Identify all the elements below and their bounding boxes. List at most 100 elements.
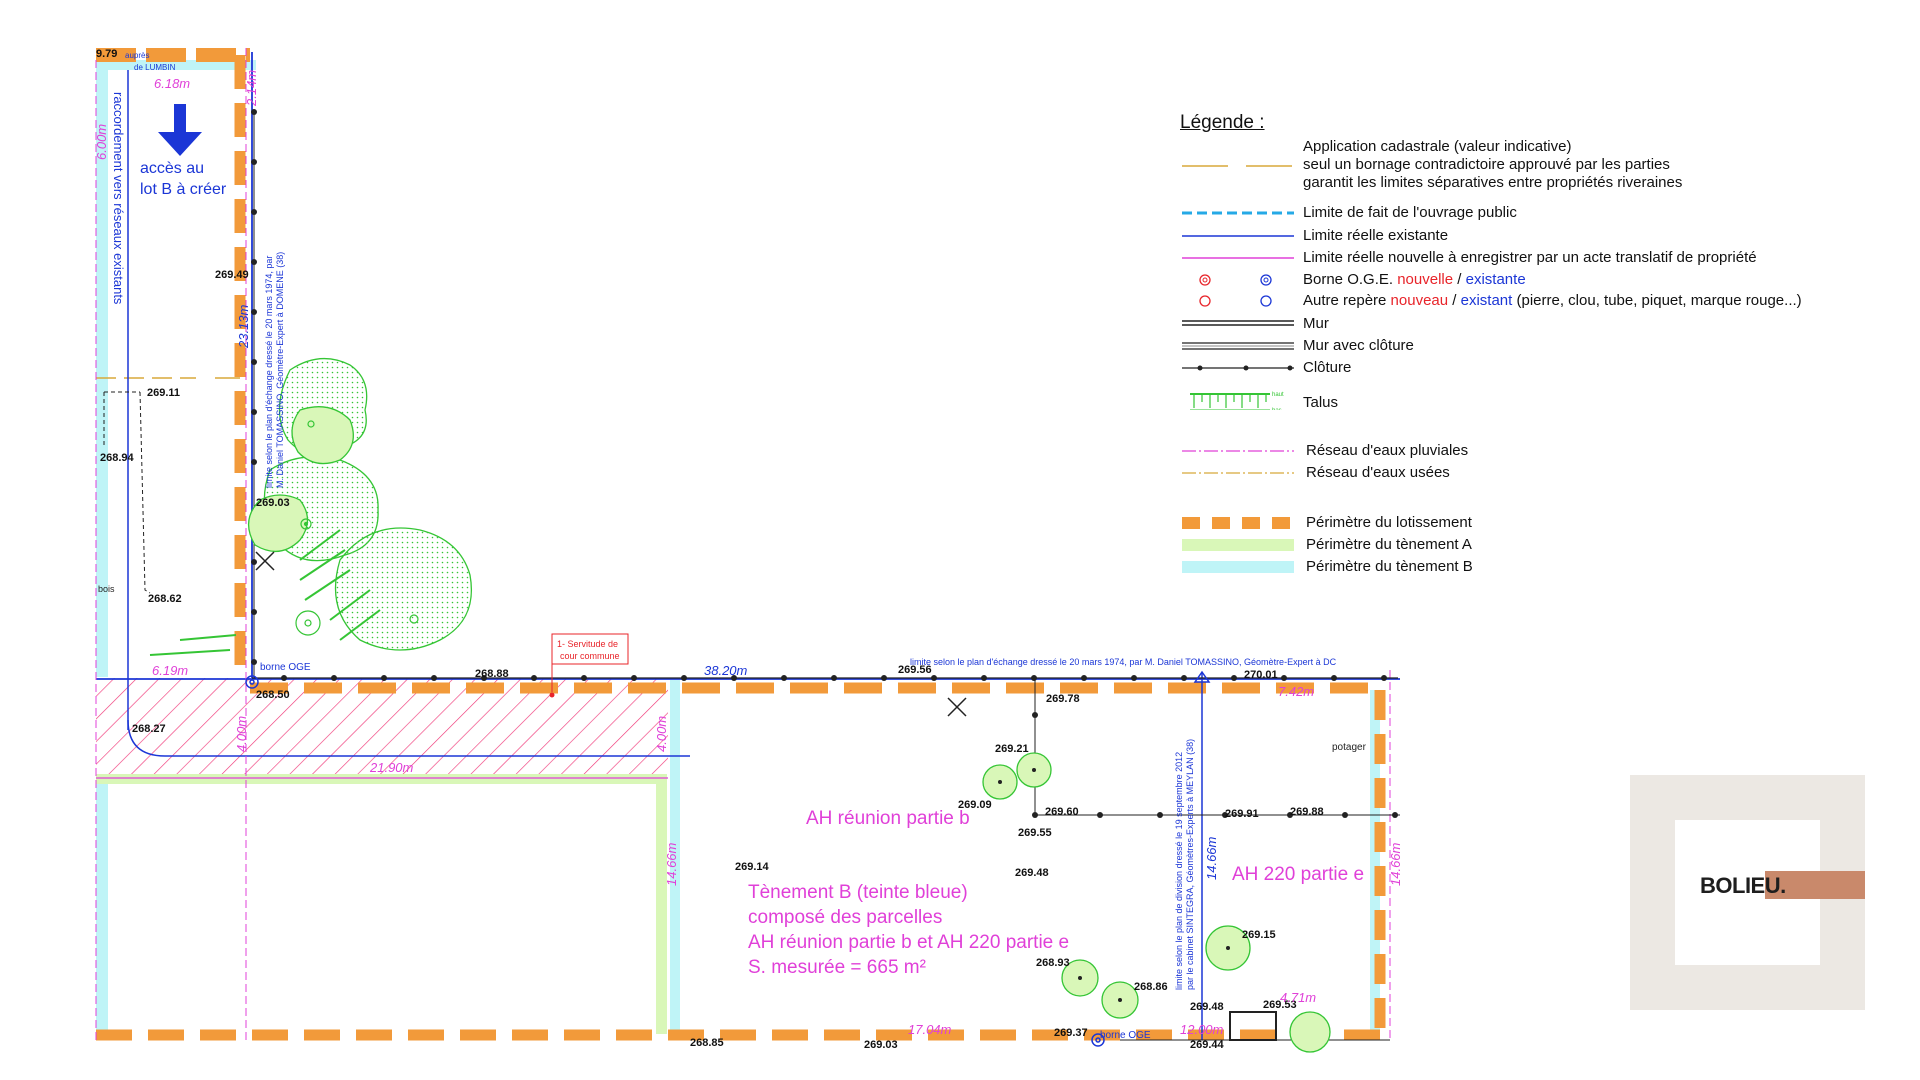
legend-mur: Mur — [1180, 313, 1880, 335]
legend-tenement-a-text: Périmètre du tènement A — [1306, 536, 1472, 553]
legend-borne-text: Borne O.G.E. nouvelle / existante — [1303, 271, 1526, 289]
elevation: 269.03 — [256, 497, 290, 509]
dimension-labels: 6.18m 2.14m 6.00m 23.13m 6.19m 4.00m 21.… — [94, 70, 1403, 1037]
legend-repere: Autre repère nouveau / existant (pierre,… — [1180, 290, 1880, 312]
cloture-inner — [1032, 680, 1400, 818]
elevation: 9.79 — [96, 48, 117, 60]
legend-mur-cloture-text: Mur avec clôture — [1303, 337, 1414, 354]
dimension: 6.19m — [152, 663, 188, 678]
legend-mur-text: Mur — [1303, 315, 1329, 332]
logo-accent-bar — [1765, 871, 1865, 899]
dimension: 4.00m — [234, 716, 249, 752]
legend-talus: haut bas Talus — [1180, 388, 1880, 416]
legend-tenement-b-text: Périmètre du tènement B — [1306, 558, 1473, 575]
elevation: 269.49 — [215, 269, 249, 281]
legend-pluviales: Réseau d'eaux pluviales — [1180, 440, 1880, 462]
tenement-text-4: S. mesurée = 665 m² — [748, 957, 926, 978]
elevation: 269.09 — [958, 799, 992, 811]
top-note-2: de LUMBIN — [134, 63, 176, 72]
legend-lotissement: Périmètre du lotissement — [1180, 512, 1880, 534]
legend-cadastre-text-3: garantit les limites séparatives entre p… — [1303, 174, 1683, 191]
legend-lotissement-text: Périmètre du lotissement — [1306, 514, 1472, 531]
dimension: 14.66m — [1204, 836, 1219, 880]
cloture-icon — [1182, 365, 1294, 371]
elevation: 268.50 — [256, 689, 290, 701]
legend-tenement-a: Périmètre du tènement A — [1180, 534, 1880, 556]
legend-cloture: Clôture — [1180, 357, 1880, 379]
legend-ouvrage-public: Limite de fait de l'ouvrage public — [1180, 202, 1880, 224]
talus-icon: haut bas — [1190, 392, 1284, 410]
elevation: 269.03 — [864, 1039, 898, 1051]
cloture-vertical — [251, 109, 257, 678]
ouvrage-public-line-icon — [1182, 211, 1294, 215]
elevation: 269.55 — [1018, 827, 1052, 839]
talus-haut-label: haut — [1272, 392, 1284, 398]
elevation: 269.78 — [1046, 693, 1080, 705]
division-vertical-label-2: par le cabinet SINTEGRA, Géomètres-Exper… — [1185, 739, 1195, 990]
legend-title: Légende : — [1180, 112, 1265, 133]
repere-sep: / — [1448, 292, 1461, 309]
legend-ouvrage-public-text: Limite de fait de l'ouvrage public — [1303, 204, 1517, 221]
elevation: 268.62 — [148, 593, 182, 605]
elevation: 269.56 — [898, 664, 932, 676]
elevation: 269.88 — [1290, 806, 1324, 818]
dimension: 38.20m — [704, 663, 748, 678]
elevation-labels: 9.79 269.49 269.11 268.94 269.03 268.62 … — [96, 48, 1324, 1051]
cadastre-line-icon — [1182, 165, 1292, 167]
top-note-1: auprès — [125, 51, 149, 60]
legend-cadastre-text-1: Application cadastrale (valeur indicativ… — [1303, 138, 1572, 155]
cloture-top — [252, 675, 1398, 681]
tenement-a-perimeter-icon — [1182, 539, 1294, 551]
servitude-hatched-area — [96, 678, 668, 774]
talus-bas-label: bas — [1272, 408, 1282, 410]
site-plan-drawing: 1- Servitude de cour commune accès au lo… — [94, 48, 1403, 1053]
dimension: 21.90m — [369, 760, 414, 775]
limite-vertical-label-2: M. Daniel TOMASSINO, Géomètre-Expert à D… — [275, 252, 285, 488]
elevation: 269.14 — [735, 861, 770, 873]
raccordement-label: raccordement vers réseaux existants — [111, 92, 126, 305]
borne-oge-label-2: borne OGE — [1100, 1030, 1151, 1041]
tenement-b-perimeter-top — [96, 60, 256, 70]
borne-nouvelle: nouvelle — [1397, 271, 1454, 288]
tenement-text-1: Tènement B (teinte bleue) — [748, 882, 968, 903]
elevation: 268.93 — [1036, 957, 1070, 969]
legend-repere-text: Autre repère nouveau / existant (pierre,… — [1303, 292, 1802, 310]
borne-sep: / — [1453, 271, 1466, 288]
elevation: 268.85 — [690, 1037, 724, 1049]
elevation: 269.60 — [1045, 806, 1079, 818]
elevation: 269.37 — [1054, 1027, 1088, 1039]
limite-horizontal-label: limite selon le plan d'échange dressé le… — [910, 657, 1337, 667]
division-vertical-label-1: limite selon le plan de division dressé … — [1174, 752, 1184, 990]
dimension: 4.00m — [654, 716, 669, 752]
elevation: 268.86 — [1134, 981, 1168, 993]
borne-icon — [1199, 274, 1272, 286]
legend-panel: Légende : Application cadastrale (valeur… — [1180, 112, 1880, 592]
tenement-text-2: composé des parcelles — [748, 907, 942, 928]
tenement-a-perimeter-right — [656, 774, 667, 1034]
legend-limite-nouvelle: Limite réelle nouvelle à enregistrer par… — [1180, 247, 1880, 269]
limite-existante-line-icon — [1182, 235, 1294, 237]
tenement-b-perimeter-lower-left — [96, 784, 108, 1034]
elevation: 268.88 — [475, 668, 509, 680]
acces-label-2: lot B à créer — [140, 181, 227, 198]
dimension: 17.04m — [908, 1022, 952, 1037]
legend-borne: Borne O.G.E. nouvelle / existante — [1180, 269, 1880, 291]
servitude-label-2: cour commune — [560, 651, 620, 661]
elevation: 269.91 — [1225, 808, 1259, 820]
elevation: 270.01 — [1244, 669, 1278, 681]
usees-line-icon — [1182, 472, 1294, 474]
elevation: 269.44 — [1190, 1039, 1225, 1051]
tenement-text-3: AH réunion partie b et AH 220 partie e — [748, 932, 1069, 953]
legend-cadastre: Application cadastrale (valeur indicativ… — [1180, 136, 1880, 192]
borne-oge-label-1: borne OGE — [260, 662, 311, 673]
legend-usees: Réseau d'eaux usées — [1180, 462, 1880, 484]
bolieu-logo: BOLIEU. — [1630, 775, 1865, 1010]
logo-text: BOLIEU. — [1700, 873, 1786, 899]
tenement-b-perimeter-left — [96, 52, 108, 677]
talus-marks — [149, 529, 381, 656]
elevation: 269.48 — [1190, 1001, 1224, 1013]
legend-talus-text: Talus — [1303, 394, 1339, 411]
legend-cadastre-text-2: seul un bornage contradictoire approuvé … — [1303, 156, 1670, 173]
tenement-b-perimeter-icon — [1182, 561, 1294, 573]
tenement-b-perimeter-inner — [670, 680, 680, 1035]
